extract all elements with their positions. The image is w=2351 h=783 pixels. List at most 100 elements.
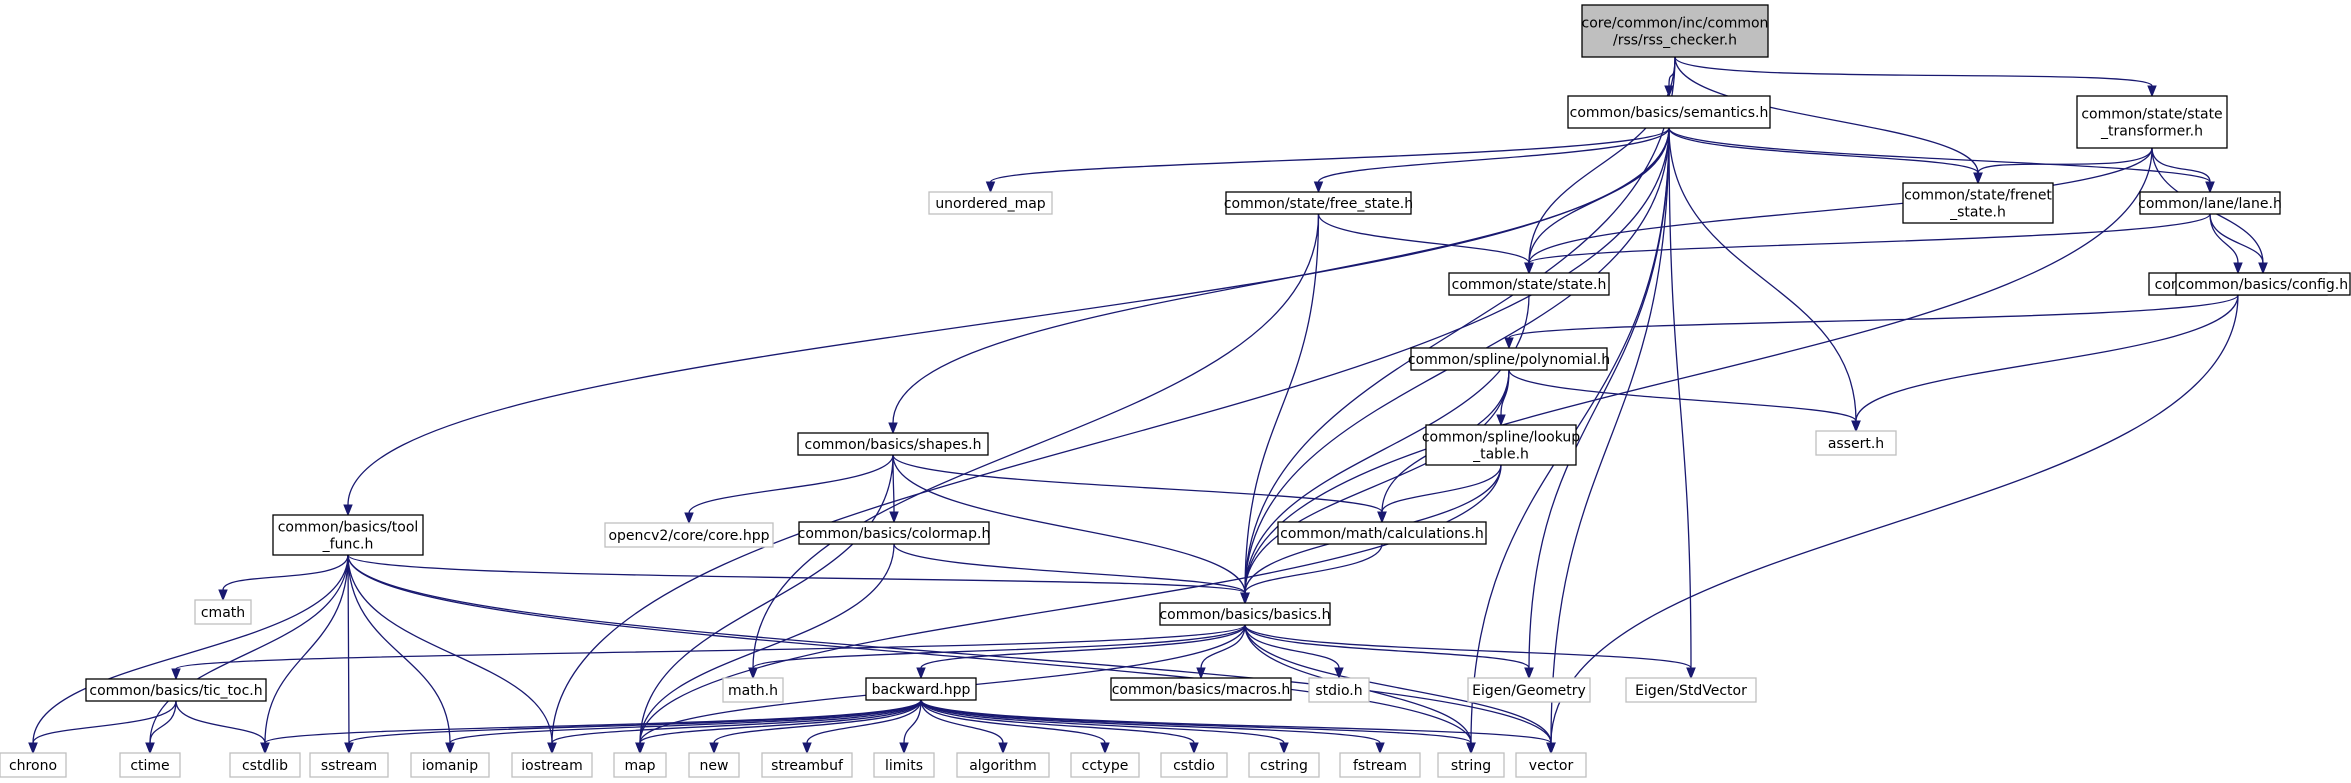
node-box — [119, 752, 181, 778]
node-box — [873, 752, 935, 778]
edge-arrowhead — [1546, 742, 1556, 755]
edge-arrowhead — [1334, 667, 1344, 680]
edge-semantics-to-frenet_state — [1668, 127, 1983, 185]
node-label: /rss/rss_checker.h — [1613, 33, 1737, 49]
node-polynomial[interactable]: common/spline/polynomial.h — [1408, 347, 1610, 371]
edge-line — [2209, 213, 2239, 264]
edge-line — [892, 454, 1246, 594]
node-box — [1160, 752, 1228, 778]
node-basics[interactable]: common/basics/basics.h — [1159, 602, 1331, 626]
node-state[interactable]: common/state/state.h — [1448, 272, 1610, 296]
node-lookup-table[interactable]: common/spline/lookup_table.h — [1422, 424, 1580, 466]
node-label: cstdio — [1173, 758, 1215, 774]
node-state-transformer[interactable]: common/state/state_transformer.h — [2076, 95, 2228, 149]
edge-basics-to-macros — [1196, 624, 1246, 680]
node-opencv: opencv2/core/core.hpp — [604, 522, 774, 548]
edge-line — [449, 699, 922, 744]
edge-arrowhead — [985, 181, 996, 194]
node-stdio-h: stdio.h — [1308, 677, 1370, 703]
node-eigen-stdvector: Eigen/StdVector — [1625, 677, 1757, 703]
node-label: common/spline/polynomial.h — [1408, 352, 1610, 368]
edge-line — [1528, 56, 1676, 264]
node-tic-toc[interactable]: common/basics/tic_toc.h — [85, 678, 267, 702]
node-label: iomanip — [422, 758, 478, 774]
edge-line — [347, 554, 350, 744]
edge-line — [1855, 294, 2239, 422]
node-label: _state.h — [1949, 205, 2006, 221]
node-box — [410, 752, 490, 778]
node-box — [956, 752, 1050, 778]
edge-arrowhead — [1496, 414, 1506, 427]
edge-free_state-to-state — [1317, 213, 1534, 275]
node-free-state[interactable]: common/state/free_state.h — [1224, 191, 1413, 215]
node-box — [1448, 272, 1610, 296]
node-label: cmath — [201, 605, 245, 621]
edge-line — [1244, 543, 1383, 594]
edge-backward-to-iostream — [547, 699, 922, 755]
node-label: common/basics/tool — [278, 520, 419, 536]
edge-arrowhead — [1466, 742, 1476, 755]
node-iostream: iostream — [511, 752, 593, 778]
edge-line — [1244, 624, 1692, 669]
node-calculations[interactable]: common/math/calculations.h — [1277, 521, 1487, 545]
edge-arrowhead — [1313, 181, 1324, 194]
edge-line — [32, 700, 177, 744]
node-tool-func[interactable]: common/basics/tool_func.h — [272, 514, 424, 556]
edge-line — [893, 543, 1246, 594]
edge-arrowhead — [145, 742, 155, 755]
node-box — [1467, 677, 1591, 703]
node-label: cstring — [1260, 758, 1308, 774]
node-label: common/basics/config.h — [2178, 277, 2348, 293]
edge-line — [1244, 369, 1510, 594]
node-box — [2076, 95, 2228, 149]
edge-line — [920, 699, 1285, 744]
edge-tool_func-to-iomanip — [347, 554, 455, 755]
edge-backward-to-new — [709, 699, 922, 755]
edge-arrowhead — [748, 667, 758, 680]
node-shapes[interactable]: common/basics/shapes.h — [797, 432, 989, 456]
node-semantics[interactable]: common/basics/semantics.h — [1567, 95, 1771, 129]
node-label: common/math/calculations.h — [1280, 526, 1484, 542]
edge-line — [713, 699, 922, 744]
node-cstdio: cstdio — [1160, 752, 1228, 778]
node-box — [928, 191, 1053, 215]
edge-line — [1668, 127, 1692, 669]
edge-arrowhead — [1377, 511, 1387, 524]
node-cstdlib: cstdlib — [229, 752, 301, 778]
node-new: new — [688, 752, 740, 778]
node-box — [1277, 521, 1487, 545]
node-config[interactable]: common/basics/config.h — [2175, 272, 2351, 296]
edge-line — [2209, 213, 2264, 264]
edge-line — [551, 699, 922, 744]
edge-basics-to-eigen_stdvector — [1244, 624, 1696, 680]
edge-line — [1674, 56, 2153, 87]
node-root[interactable]: core/common/inc/common/rss/rss_checker.h — [1581, 4, 1769, 58]
edge-semantics-to-assert — [1668, 127, 1861, 433]
edge-arrowhead — [709, 742, 719, 755]
node-box — [797, 432, 989, 456]
edge-arrowhead — [889, 511, 899, 524]
node-label: common/basics/basics.h — [1159, 607, 1330, 623]
edge-backward-to-cstdio — [920, 699, 1199, 755]
edge-semantics-to-unordered_map — [985, 127, 1670, 194]
node-macros[interactable]: common/basics/macros.h — [1110, 677, 1292, 701]
node-colormap[interactable]: common/basics/colormap.h — [798, 521, 991, 545]
edge-line — [264, 554, 349, 744]
edge-arrowhead — [1100, 742, 1110, 755]
node-frenet-state[interactable]: common/state/frenet_state.h — [1902, 182, 2054, 224]
edge-tool_func-to-basics — [347, 554, 1250, 605]
edge-arrowhead — [1524, 667, 1534, 680]
node-box — [0, 752, 67, 778]
edge-line — [1317, 127, 1670, 183]
edge-line — [1244, 213, 1320, 594]
node-box — [272, 514, 424, 556]
edge-line — [1668, 127, 1857, 422]
node-lane[interactable]: common/lane/lane.h — [2138, 191, 2282, 215]
node-streambuf: streambuf — [761, 752, 853, 778]
node-backward[interactable]: backward.hpp — [865, 677, 977, 701]
node-label: common/state/free_state.h — [1224, 196, 1413, 212]
edge-arrowhead — [2258, 262, 2268, 275]
edge-arrowhead — [2147, 85, 2157, 98]
edge-backward-to-fstream — [920, 699, 1385, 755]
